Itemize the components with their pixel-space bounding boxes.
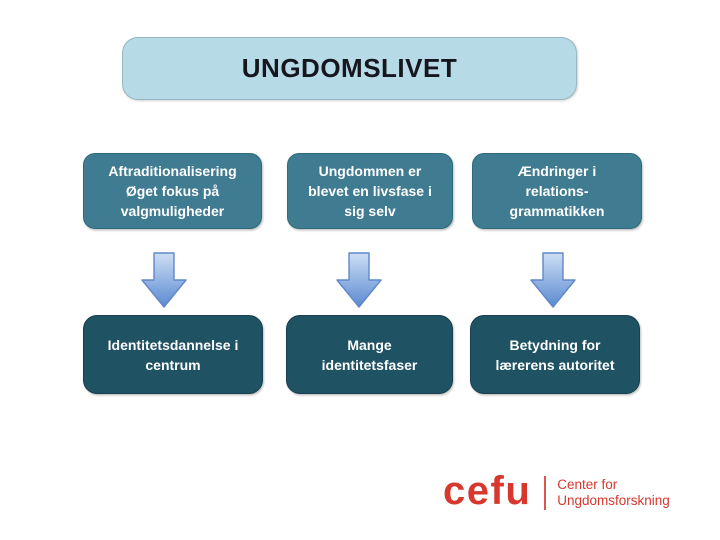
down-arrow-icon bbox=[336, 252, 382, 308]
box-identitetsdannelse: Identitetsdannelse i centrum bbox=[83, 315, 263, 394]
title-box: UNGDOMSLIVET bbox=[122, 37, 577, 100]
box-text: Ungdommen er blevet en livsfase i sig se… bbox=[308, 163, 432, 219]
box-relationsgrammatik: Ændringer i relations- grammatikken bbox=[472, 153, 642, 229]
box-aftraditionalisering: Aftraditionalisering Øget fokus på valgm… bbox=[83, 153, 262, 229]
box-laererens-autoritet: Betydning for lærerens autoritet bbox=[470, 315, 640, 394]
box-ungdommen-livsfase: Ungdommen er blevet en livsfase i sig se… bbox=[287, 153, 453, 229]
box-text: Ændringer i relations- grammatikken bbox=[509, 163, 605, 219]
down-arrow-icon bbox=[141, 252, 187, 308]
slide-title: UNGDOMSLIVET bbox=[241, 53, 458, 83]
cefu-logo: cefu Center for Ungdomsforskning bbox=[443, 470, 670, 516]
logo-tagline: Center for Ungdomsforskning bbox=[557, 477, 670, 508]
box-text: Identitetsdannelse i centrum bbox=[107, 336, 239, 373]
logo-divider bbox=[544, 476, 547, 510]
box-text: Mange identitetsfaser bbox=[321, 336, 418, 373]
cefu-logo-wordmark: cefu bbox=[443, 469, 532, 513]
box-text: Betydning for lærerens autoritet bbox=[495, 336, 615, 373]
box-mange-identitetsfaser: Mange identitetsfaser bbox=[286, 315, 453, 394]
box-text: Aftraditionalisering Øget fokus på valgm… bbox=[108, 163, 237, 219]
down-arrow-icon bbox=[530, 252, 576, 308]
